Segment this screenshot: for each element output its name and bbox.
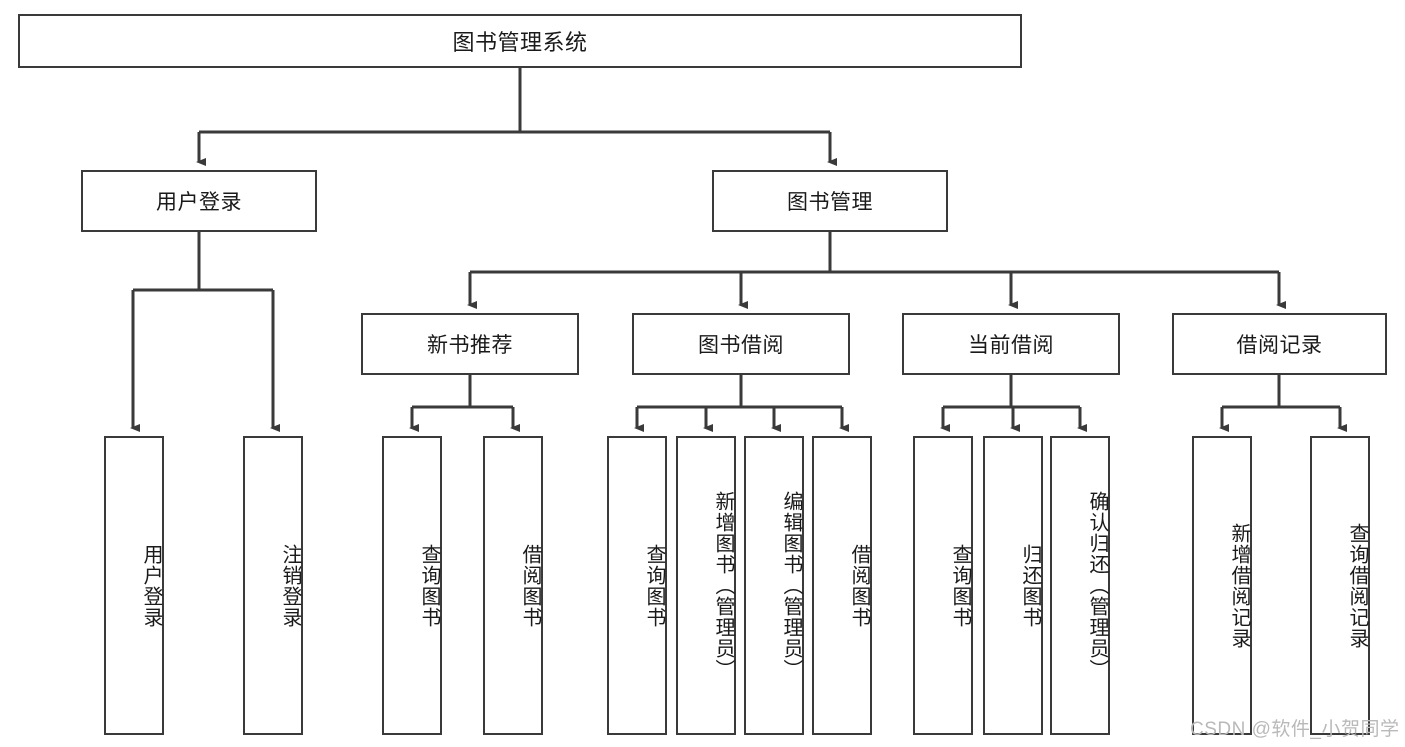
watermark-label: CSDN @软件_小贺同学: [1190, 719, 1400, 740]
node-current-borrow[interactable]: 当前借阅: [902, 313, 1120, 375]
leaf-borrow-query-book[interactable]: 查询图书: [607, 436, 667, 735]
leaf-borrow-edit-book-admin[interactable]: 编辑图书（管理员）: [744, 436, 804, 735]
leaf-label: 借阅图书: [848, 543, 870, 628]
leaf-borrow-borrow-book[interactable]: 借阅图书: [812, 436, 872, 735]
leaf-label: 归还图书: [1019, 543, 1041, 628]
leaf-current-query-book[interactable]: 查询图书: [913, 436, 973, 735]
leaf-record-query-record[interactable]: 查询借阅记录: [1310, 436, 1370, 735]
leaf-label: 确认归还（管理员）: [1086, 491, 1108, 680]
node-book-borrow[interactable]: 图书借阅: [632, 313, 850, 375]
leaf-label: 注销登录: [279, 543, 301, 628]
node-user-login-label: 用户登录: [156, 191, 242, 214]
leaf-label: 新增借阅记录: [1228, 522, 1250, 649]
node-borrow-record[interactable]: 借阅记录: [1172, 313, 1387, 375]
leaf-user-login-login[interactable]: 用户登录: [104, 436, 164, 735]
node-book-management-label: 图书管理: [787, 191, 873, 214]
node-root-label: 图书管理系统: [452, 30, 588, 55]
node-user-login[interactable]: 用户登录: [81, 170, 317, 232]
leaf-user-login-logout[interactable]: 注销登录: [243, 436, 303, 735]
watermark-text: CSDN @软件_小贺同学: [1190, 714, 1399, 741]
node-new-book-recommend-label: 新书推荐: [427, 334, 513, 357]
leaf-label: 编辑图书（管理员）: [780, 491, 802, 680]
leaf-borrow-add-book-admin[interactable]: 新增图书（管理员）: [676, 436, 736, 735]
node-root-system[interactable]: 图书管理系统: [18, 14, 1022, 68]
node-new-book-recommend[interactable]: 新书推荐: [361, 313, 579, 375]
leaf-record-add-record[interactable]: 新增借阅记录: [1192, 436, 1252, 735]
leaf-current-return-book[interactable]: 归还图书: [983, 436, 1043, 735]
node-book-management[interactable]: 图书管理: [712, 170, 948, 232]
leaf-label: 新增图书（管理员）: [712, 491, 734, 680]
leaf-label: 查询图书: [643, 543, 665, 628]
leaf-label: 查询图书: [418, 543, 440, 628]
leaf-label: 借阅图书: [519, 543, 541, 628]
node-book-borrow-label: 图书借阅: [698, 334, 784, 357]
node-borrow-record-label: 借阅记录: [1236, 334, 1323, 357]
leaf-label: 查询借阅记录: [1346, 522, 1368, 649]
leaf-label: 查询图书: [949, 543, 971, 628]
leaf-label: 用户登录: [140, 543, 162, 628]
leaf-recommend-borrow-book[interactable]: 借阅图书: [483, 436, 543, 735]
leaf-recommend-query-book[interactable]: 查询图书: [382, 436, 442, 735]
leaf-current-confirm-return-admin[interactable]: 确认归还（管理员）: [1050, 436, 1110, 735]
node-current-borrow-label: 当前借阅: [968, 334, 1054, 357]
